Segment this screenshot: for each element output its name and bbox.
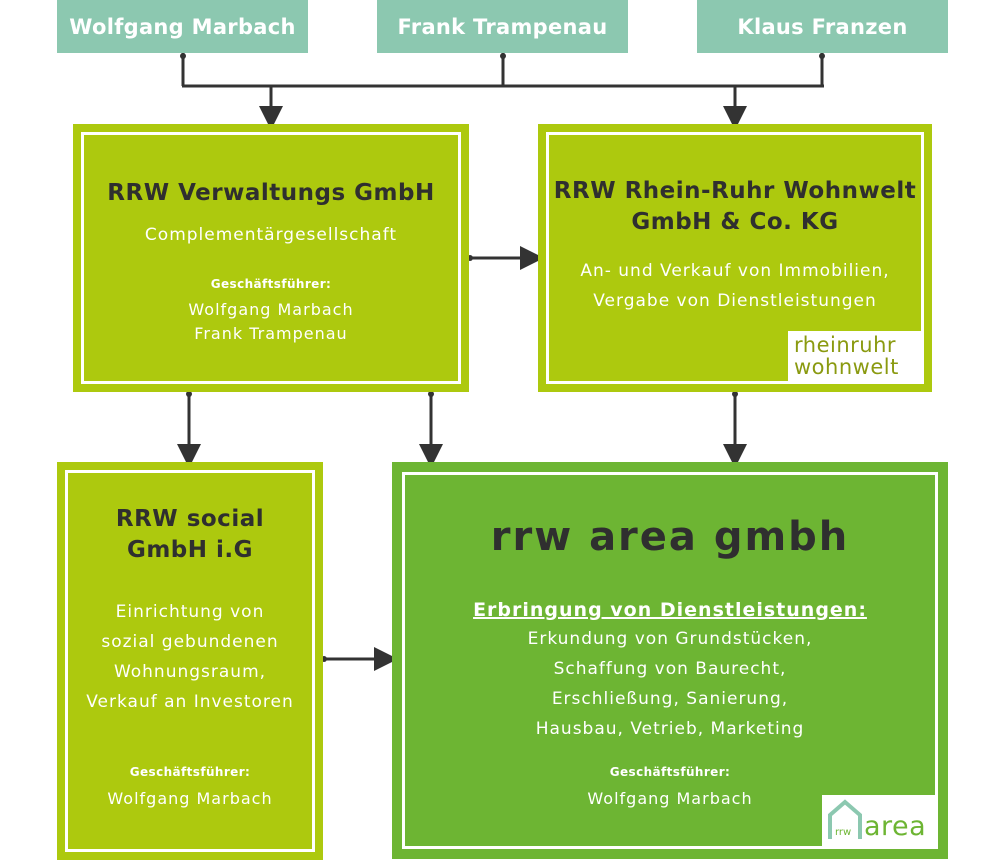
wohnwelt-title-line1: RRW Rhein-Ruhr Wohnwelt (553, 178, 917, 204)
social-desc-3: Wohnungsraum, (113, 662, 267, 682)
house-icon (828, 799, 862, 839)
area-gf-label: Geschäftsführer: (609, 765, 731, 779)
social-title-line2: GmbH i.G (126, 537, 254, 563)
social-gf-name: Wolfgang Marbach (107, 789, 273, 808)
area-title: rrw area gmbh (490, 514, 850, 560)
verwaltung-gf-label: Geschäftsführer: (210, 277, 332, 291)
social-title-line1: RRW social (115, 506, 265, 532)
area-gf-name: Wolfgang Marbach (587, 789, 753, 808)
box-wohnwelt: RRW Rhein-Ruhr Wohnwelt GmbH & Co. KG An… (538, 124, 932, 392)
box-area: rrw area gmbh Erbringung von Dienstleist… (392, 462, 948, 859)
area-desc-4: Hausbau, Vetrieb, Marketing (535, 719, 805, 739)
area-desc-3: Erschließung, Sanierung, (551, 689, 789, 709)
rheinruhr-wohnwelt-logo: rheinruhr wohnwelt (788, 331, 922, 383)
area-desc-1: Erkundung von Grundstücken, (527, 629, 813, 649)
verwaltung-gf-name-1: Wolfgang Marbach (188, 300, 354, 319)
wohnwelt-title-line2: GmbH & Co. KG (631, 209, 839, 235)
area-desc-2: Schaffung von Baurecht, (553, 659, 787, 679)
social-desc-1: Einrichtung von (115, 602, 265, 622)
wohnwelt-desc-line2: Vergabe von Dienstleistungen (593, 291, 877, 311)
social-desc-2: sozial gebundenen (101, 632, 279, 652)
verwaltung-title: RRW Verwaltungs GmbH (107, 180, 435, 206)
box-social: RRW social GmbH i.G Einrichtung von sozi… (57, 462, 323, 860)
area-heading: Erbringung von Dienstleistungen: (473, 599, 867, 621)
person-klaus-franzen: Klaus Franzen (697, 0, 948, 53)
social-gf-label: Geschäftsführer: (129, 765, 251, 779)
social-desc-4: Verkauf an Investoren (86, 692, 294, 712)
verwaltung-gf-name-2: Frank Trampenau (194, 324, 348, 343)
rrw-area-logo: rrw area (822, 795, 937, 847)
person-frank-trampenau: Frank Trampenau (377, 0, 628, 53)
verwaltung-subtitle: Complementärgesellschaft (144, 225, 398, 245)
person-wolfgang-marbach: Wolfgang Marbach (57, 0, 308, 53)
wohnwelt-desc-line1: An- und Verkauf von Immobilien, (580, 261, 890, 281)
box-verwaltung: RRW Verwaltungs GmbH Complementärgesells… (73, 124, 469, 392)
